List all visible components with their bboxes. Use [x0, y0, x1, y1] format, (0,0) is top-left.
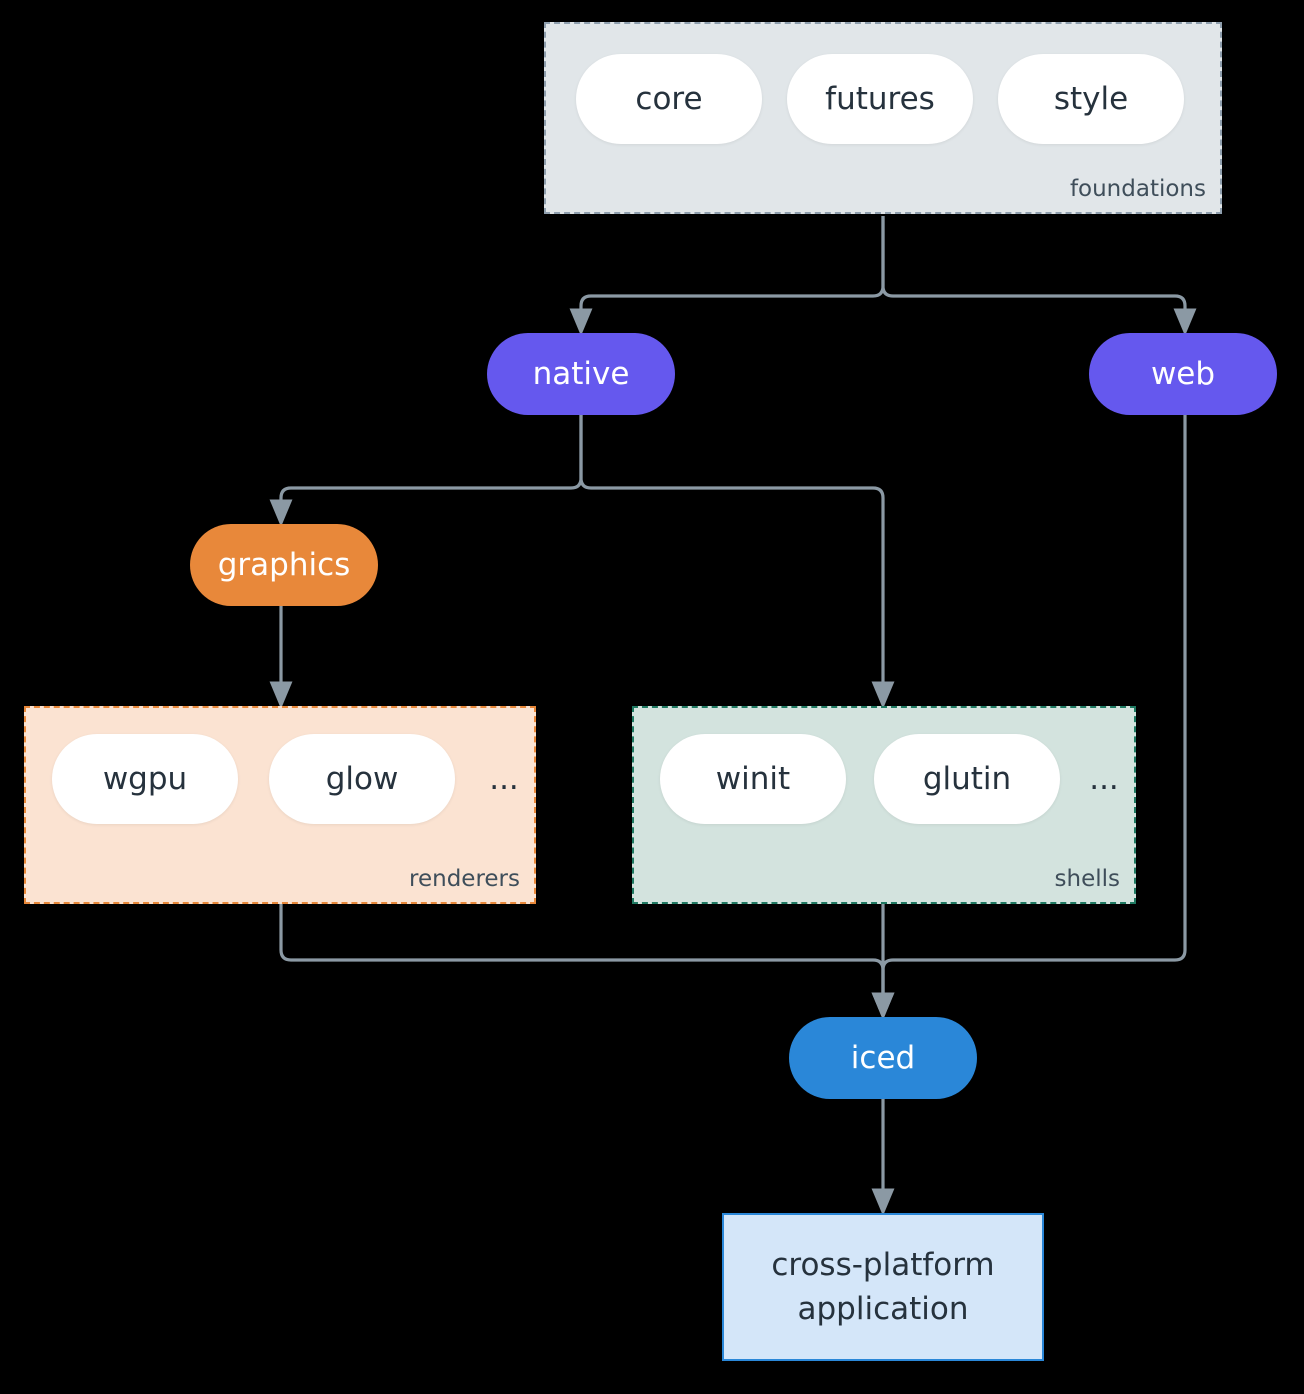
shells-ellipsis: ... — [1089, 761, 1119, 797]
leaf-style[interactable]: style — [998, 54, 1184, 144]
leaf-wgpu-label: wgpu — [102, 761, 188, 797]
node-graphics-label: graphics — [217, 547, 351, 583]
cluster-foundations[interactable]: core futures style foundations — [544, 22, 1222, 214]
renderers-ellipsis: ... — [489, 761, 519, 797]
cluster-foundations-label: foundations — [1069, 176, 1206, 202]
node-web[interactable]: web — [1089, 333, 1277, 415]
leaf-style-label: style — [1053, 81, 1129, 117]
node-graphics[interactable]: graphics — [190, 524, 378, 606]
leaf-glutin[interactable]: glutin — [874, 734, 1060, 824]
cluster-renderers[interactable]: wgpu glow ... renderers — [24, 706, 536, 904]
leaf-core-label: core — [635, 81, 703, 117]
leaf-winit-label: winit — [715, 761, 791, 797]
cluster-shells[interactable]: winit glutin ... shells — [632, 706, 1136, 904]
leaf-glutin-label: glutin — [922, 761, 1012, 797]
app-line-1: cross-platform — [771, 1246, 995, 1283]
app-line-2: application — [797, 1291, 969, 1327]
edge-web-iced — [871, 415, 1187, 1020]
edge-foundations-web — [881, 216, 1197, 336]
cluster-renderers-label: renderers — [409, 866, 520, 892]
node-cross-platform-application[interactable]: cross-platform application — [722, 1213, 1044, 1361]
edge-native-graphics — [269, 415, 583, 527]
leaf-core[interactable]: core — [576, 54, 762, 144]
edge-native-shells — [579, 415, 895, 709]
leaf-wgpu[interactable]: wgpu — [52, 734, 238, 824]
edge-renderers-iced — [279, 904, 895, 1020]
leaf-futures-label: futures — [825, 81, 935, 117]
leaf-glow-label: glow — [325, 761, 399, 797]
edge-foundations-native — [569, 216, 885, 336]
cluster-shells-label: shells — [1054, 866, 1120, 892]
leaf-glow[interactable]: glow — [269, 734, 455, 824]
leaf-futures[interactable]: futures — [787, 54, 973, 144]
node-iced-label: iced — [850, 1040, 916, 1076]
leaf-winit[interactable]: winit — [660, 734, 846, 824]
node-iced[interactable]: iced — [789, 1017, 977, 1099]
node-native-label: native — [532, 356, 630, 392]
node-web-label: web — [1150, 356, 1216, 392]
node-native[interactable]: native — [487, 333, 675, 415]
